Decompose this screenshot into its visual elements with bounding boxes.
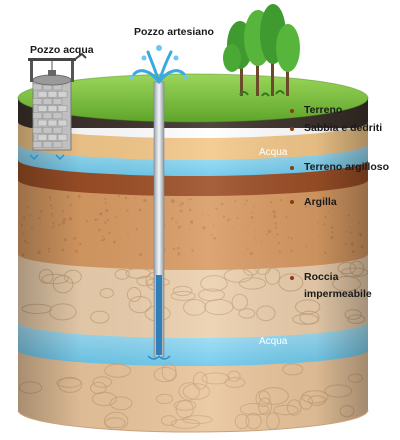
marker-terreno-argilloso	[290, 166, 294, 170]
well-rim	[32, 74, 72, 86]
label-well: Pozzo acqua	[30, 44, 94, 56]
label-roccia-line1: Roccia	[304, 271, 339, 283]
pipe-inflow-arrows	[147, 354, 171, 360]
cylinder-shading	[18, 98, 368, 432]
well-brick	[52, 98, 63, 105]
well-bucket	[48, 70, 56, 76]
label-roccia-line2: impermeabile	[304, 288, 372, 300]
well-brick	[37, 119, 48, 127]
soil-layers	[18, 98, 368, 432]
well-brick	[32, 112, 43, 120]
tree-crown	[223, 44, 241, 72]
well-brick	[37, 90, 48, 98]
well-bricks	[32, 83, 68, 148]
well-brick	[32, 141, 43, 148]
label-terreno: Terreno	[304, 104, 343, 116]
body-bottom-edge	[17, 409, 369, 433]
water-drop	[173, 55, 179, 61]
well-brick	[57, 105, 68, 112]
well-crank	[73, 52, 87, 61]
fountain	[130, 45, 188, 84]
well-brick	[47, 105, 58, 112]
well-brick	[42, 98, 53, 105]
trees	[223, 4, 300, 97]
tree-trunk	[271, 60, 274, 96]
pipe-water-column	[156, 275, 162, 355]
well-brick	[42, 112, 53, 120]
tree-trunk	[256, 60, 259, 96]
well-post	[30, 60, 33, 82]
well-crossbar	[28, 58, 76, 61]
hand-well	[28, 52, 87, 161]
marker-sabbia	[290, 127, 294, 131]
water-drop	[156, 45, 162, 51]
label-acqua-top: Acqua	[259, 147, 288, 158]
well-brick	[52, 126, 63, 134]
well-brick	[32, 98, 43, 105]
well-brick	[42, 141, 53, 148]
well-brick	[47, 119, 58, 127]
well-brick	[57, 90, 68, 98]
marker-roccia	[290, 276, 294, 280]
well-brick	[47, 134, 58, 141]
marker-argilla	[290, 200, 294, 204]
well-brick	[57, 134, 68, 141]
well-brick	[32, 83, 43, 91]
well-brick	[37, 105, 48, 112]
well-brick	[52, 141, 63, 148]
well-brick	[42, 126, 53, 134]
water-jet	[146, 50, 161, 84]
tree-crown	[276, 24, 300, 72]
water-drop	[184, 76, 188, 80]
label-artesian: Pozzo artesiano	[134, 26, 214, 38]
well-water-arrows	[29, 154, 65, 161]
grass-surface	[18, 74, 368, 122]
tree-trunk	[240, 62, 243, 96]
label-markers	[290, 109, 294, 280]
well-post	[71, 60, 74, 82]
marker-terreno	[290, 109, 294, 113]
water-jet	[157, 50, 173, 84]
label-terreno-argilloso: Terreno argilloso	[304, 161, 389, 173]
water-drop	[141, 55, 147, 61]
label-sabbia: Sabbia e dedriti	[304, 122, 383, 134]
well-brick	[32, 126, 43, 134]
grass-edge	[17, 73, 369, 123]
well-brick	[37, 134, 48, 141]
water-drop	[130, 76, 134, 80]
well-brick	[57, 119, 68, 127]
grass-tufts	[239, 90, 285, 97]
label-argilla: Argilla	[304, 196, 337, 208]
label-acqua-bottom: Acqua	[259, 336, 288, 347]
well-brick	[47, 90, 58, 98]
tree-trunk	[286, 66, 289, 96]
well-brick	[52, 112, 63, 120]
